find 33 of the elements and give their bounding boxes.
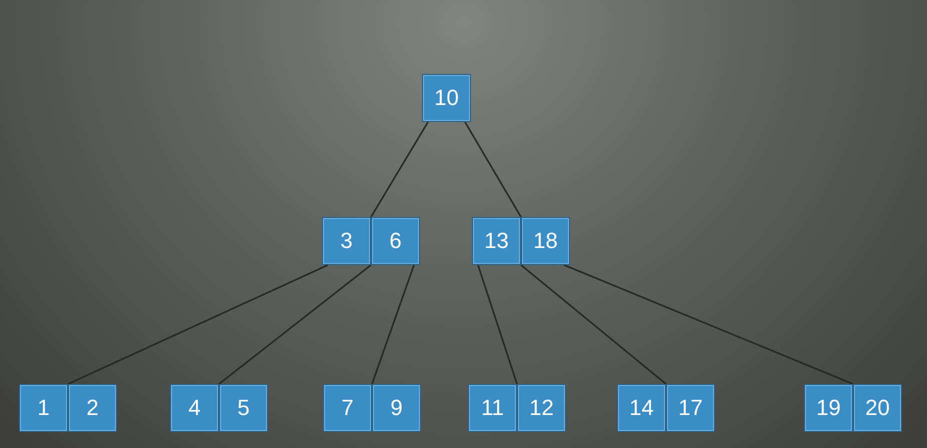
tree-edge [68, 264, 328, 385]
tree-edge [218, 264, 372, 385]
key-cell: 5 [220, 385, 267, 431]
key-cell: 12 [518, 385, 565, 431]
key-cell: 19 [805, 385, 852, 431]
key-cell: 14 [618, 385, 665, 431]
key-cell: 7 [324, 385, 371, 431]
key-cell: 6 [372, 218, 419, 264]
tree-edge [370, 122, 429, 218]
tree-node [323, 384, 421, 432]
key-cell: 1 [20, 385, 67, 431]
key-cell: 18 [522, 218, 569, 264]
key-cell: 2 [69, 385, 116, 431]
tree-edge [520, 264, 666, 385]
key-cell: 17 [667, 385, 714, 431]
key-cell: 10 [423, 75, 470, 121]
tree-node [19, 384, 117, 432]
tree-node [804, 384, 902, 432]
tree-edge [464, 122, 522, 218]
key-cell: 4 [171, 385, 218, 431]
tree-node [617, 384, 715, 432]
key-cell: 3 [323, 218, 370, 264]
tree-node [170, 384, 268, 432]
tree-edge [371, 264, 415, 384]
key-cell: 13 [473, 218, 520, 264]
tree-node [472, 217, 570, 265]
key-cell: 20 [854, 385, 901, 431]
tree-edge [564, 264, 854, 385]
key-cell: 9 [373, 385, 420, 431]
key-cell: 11 [469, 385, 516, 431]
tree-node [322, 217, 420, 265]
tree-edge [477, 264, 518, 384]
tree-node [468, 384, 566, 432]
